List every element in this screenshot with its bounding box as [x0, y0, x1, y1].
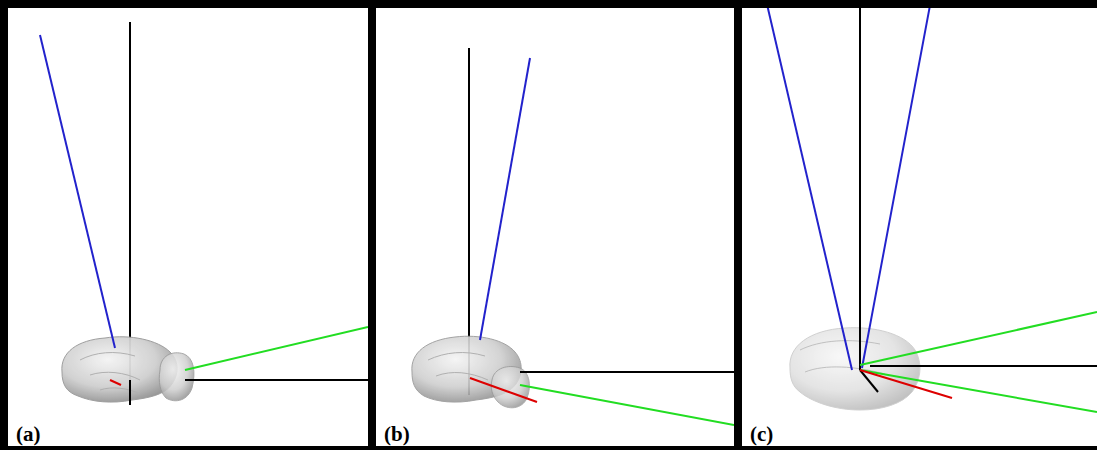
panel-c-render — [766, 8, 1097, 412]
panel-label: (a) — [16, 424, 41, 445]
panel-a-render — [40, 22, 368, 405]
panel-b-render — [412, 48, 734, 425]
panel-label: (b) — [384, 424, 410, 445]
panel-ground — [8, 8, 368, 446]
panel-ground — [376, 8, 734, 446]
panel-label: (c) — [750, 424, 773, 445]
panel-ground — [742, 8, 1097, 446]
